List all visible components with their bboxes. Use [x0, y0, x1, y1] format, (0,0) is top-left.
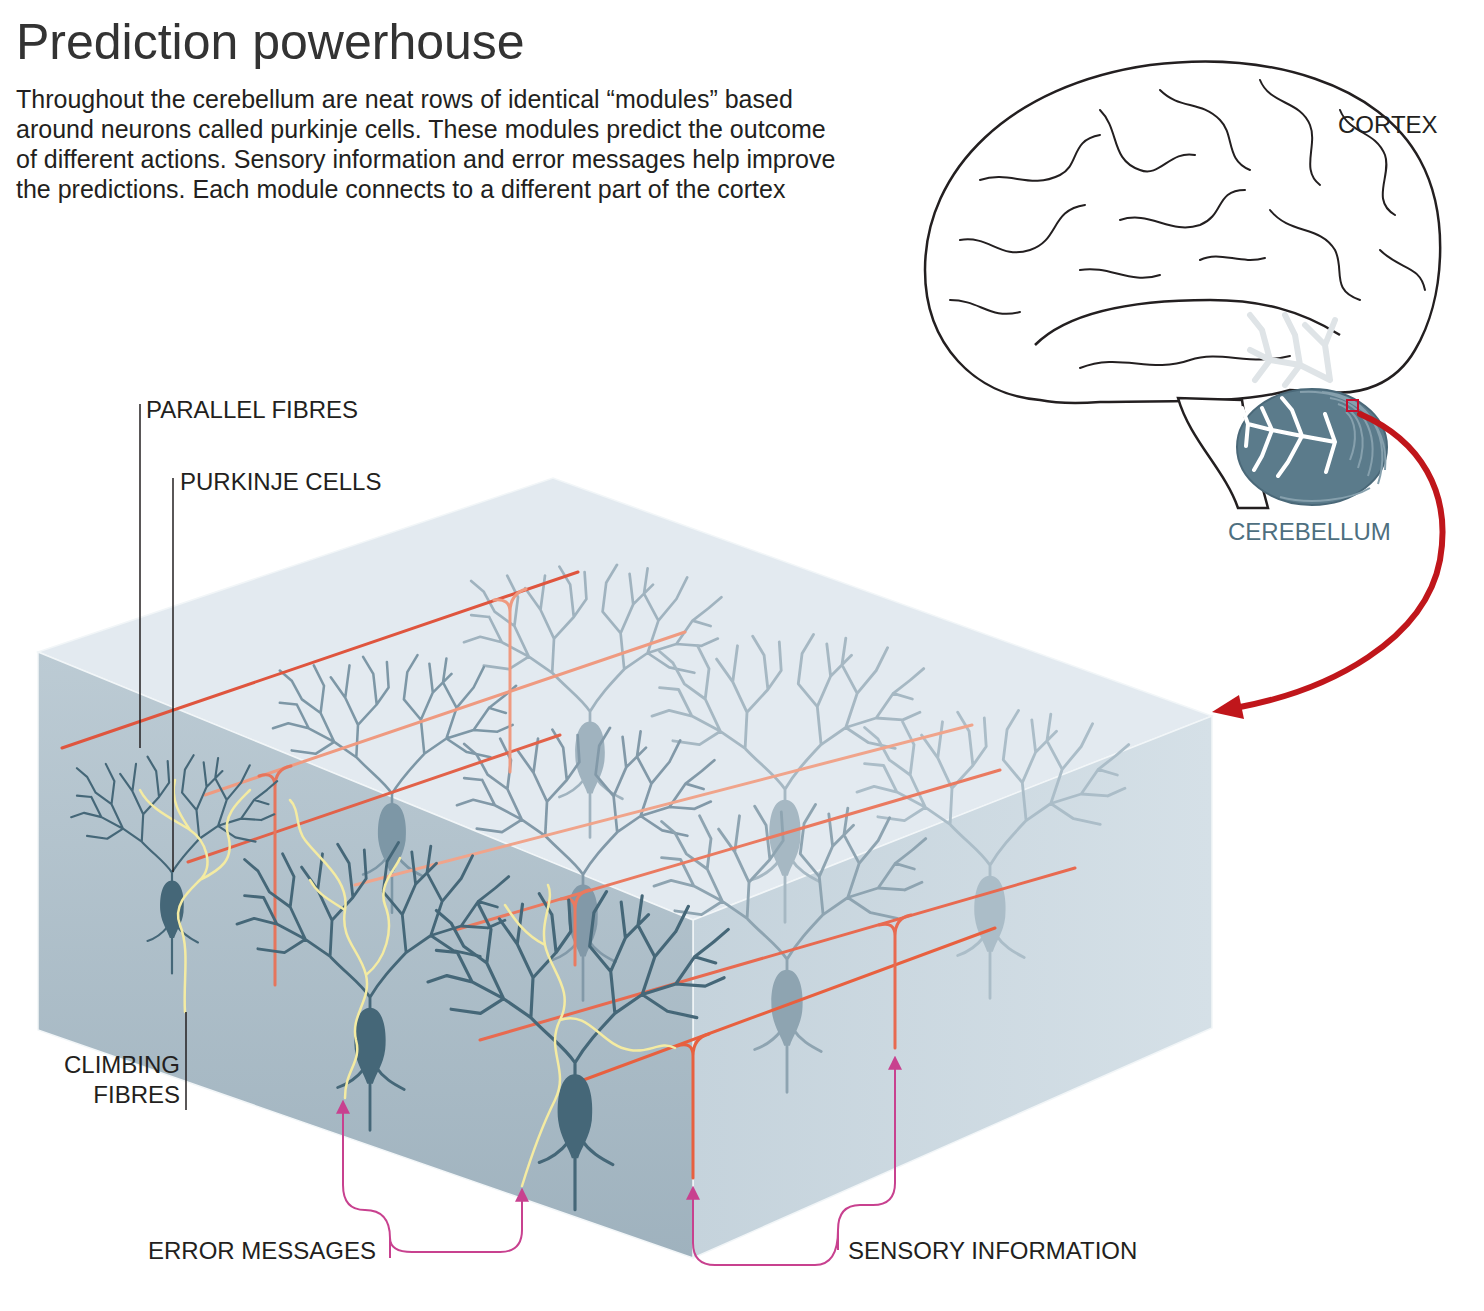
- granule-axon: [561, 890, 589, 965]
- brain-outline: [925, 62, 1440, 403]
- error-messages-label: ERROR MESSAGES: [148, 1236, 376, 1266]
- cerebellum-arbor: [1242, 398, 1335, 476]
- purkinje-cells-label: PURKINJE CELLS: [180, 467, 381, 497]
- faint-arbor: [1250, 315, 1335, 385]
- purkinje-cell: [464, 565, 721, 838]
- parallel-fibre: [578, 928, 995, 1082]
- error-arrow: [390, 1190, 522, 1252]
- leader-line: [139, 404, 141, 748]
- caption: Throughout the cerebellum are neat rows …: [16, 84, 836, 204]
- granule-axon: [879, 915, 911, 1048]
- parallel-fibre: [480, 868, 1075, 1040]
- zoom-square: [1347, 400, 1358, 411]
- climbing-fibre: [140, 780, 250, 1012]
- zoom-arrow: [1240, 414, 1442, 707]
- purkinje-cell: [428, 892, 728, 1210]
- leader-line: [185, 1012, 187, 1110]
- purkinje-cell: [857, 710, 1129, 998]
- climbing-fibres-label: CLIMBING FIBRES: [38, 1050, 180, 1110]
- purkinje-cell: [237, 842, 509, 1130]
- leader-line: [172, 478, 174, 872]
- granule-axon: [494, 589, 526, 772]
- title: Prediction powerhouse: [16, 14, 525, 70]
- parallel-fibre: [188, 735, 560, 862]
- climbing-fibre: [290, 800, 400, 1098]
- error-arrow: [343, 1102, 390, 1258]
- sensory-information-label: SENSORY INFORMATION: [848, 1236, 1137, 1266]
- granule-axon: [677, 1034, 709, 1178]
- sensory-arrow: [838, 1058, 895, 1250]
- parallel-fibre: [455, 770, 1000, 930]
- cortex-label: CORTEX: [1338, 110, 1438, 140]
- parallel-fibres-label: PARALLEL FIBRES: [146, 395, 358, 425]
- sensory-arrow: [693, 1188, 838, 1265]
- cerebellum-shape: [1237, 389, 1387, 505]
- zoom-arrowhead: [1212, 695, 1244, 719]
- climbing-fibre: [505, 885, 675, 1186]
- cerebellum-label: CEREBELLUM: [1228, 517, 1391, 547]
- parallel-fibre: [205, 632, 685, 795]
